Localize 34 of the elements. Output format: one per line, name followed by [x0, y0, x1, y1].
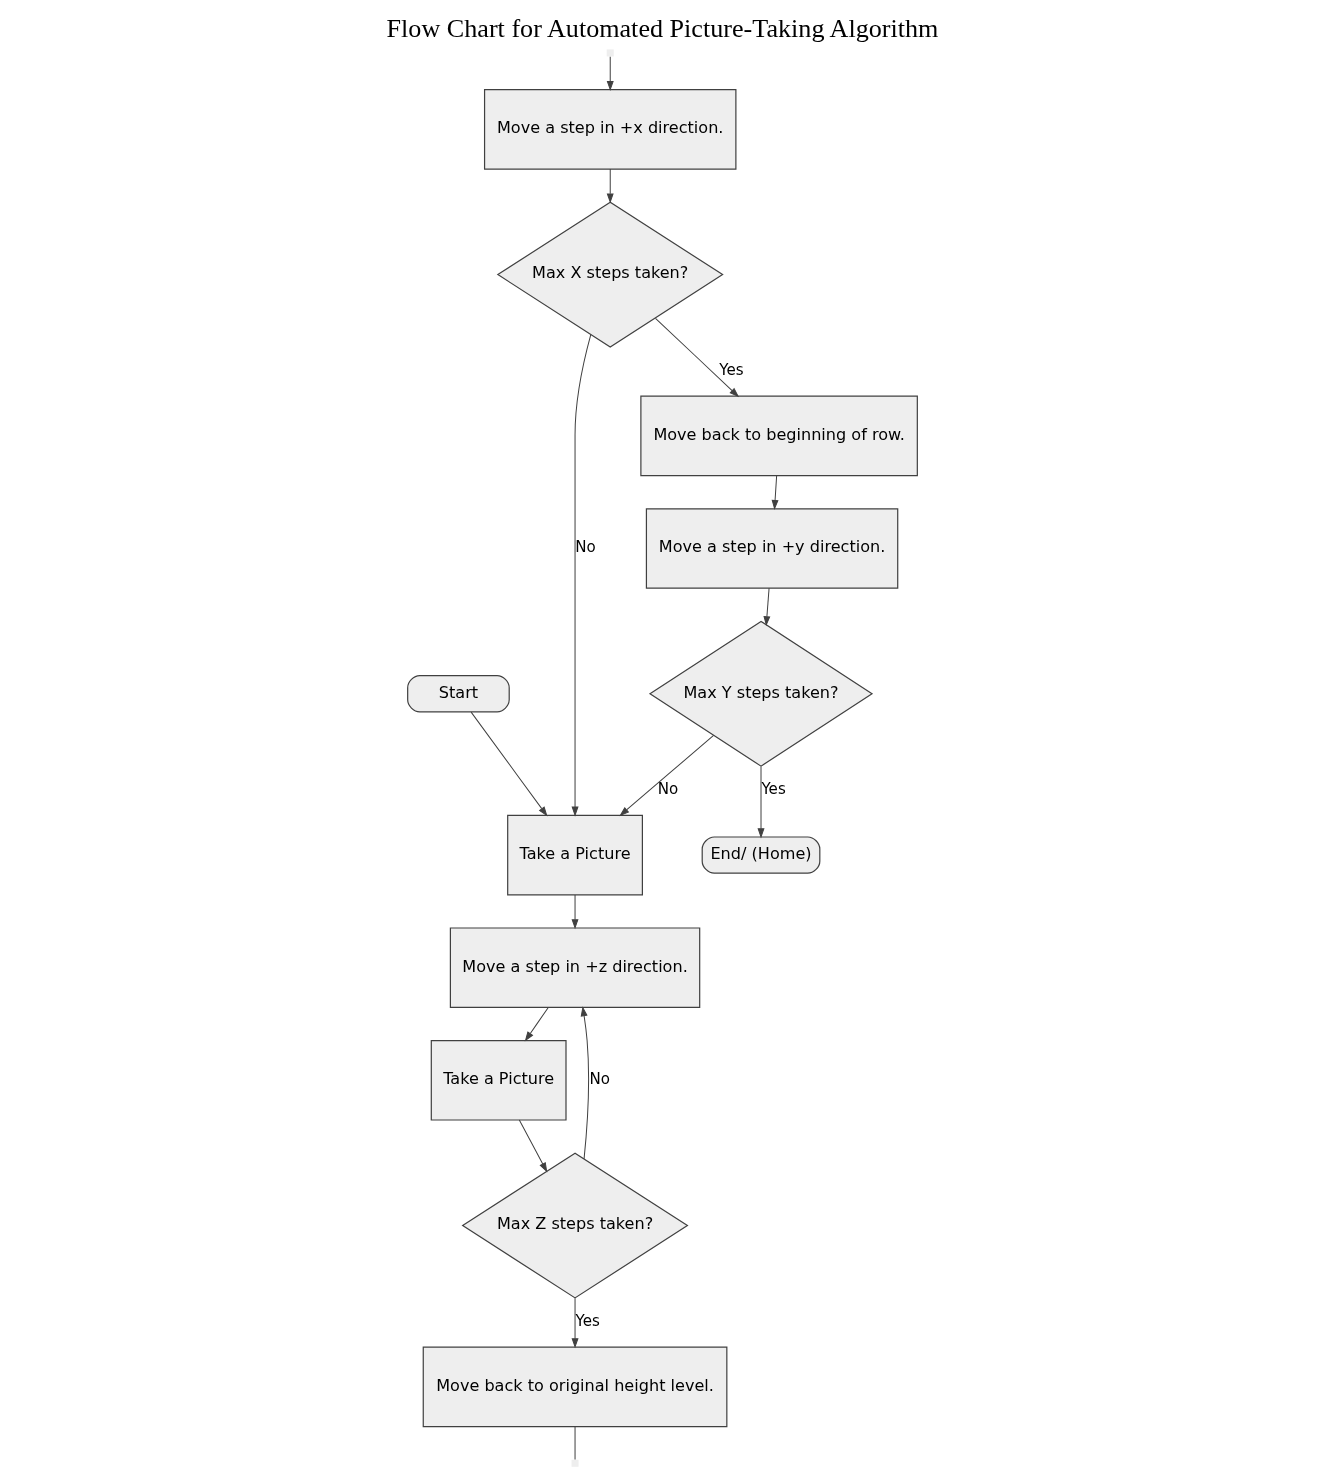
arrow: [606, 168, 614, 204]
edge-label: Yes: [719, 361, 744, 380]
arrow: [606, 56, 614, 92]
edge-label: No: [657, 780, 679, 799]
edge-label: Yes: [761, 780, 786, 799]
connector: [574, 1426, 576, 1461]
edge-label: Yes: [575, 1312, 600, 1331]
edge-label: No: [589, 1069, 610, 1088]
diagram-title: Flow Chart for Automated Picture-Taking Algorithm: [386, 14, 939, 44]
node-diamond: Max X steps taken?: [496, 201, 724, 348]
node-box: Start: [407, 675, 510, 713]
arrow: [571, 334, 592, 817]
arrow: [524, 1007, 549, 1042]
arrow: [580, 1006, 590, 1160]
arrow: [771, 475, 779, 511]
node-box: Move a step in +x direction.: [483, 89, 737, 170]
node-box: Move a step in +y direction.: [645, 508, 899, 589]
arrow: [571, 1297, 579, 1349]
node-box: Move back to beginning of row.: [640, 395, 918, 477]
node-box: End/ (Home): [701, 836, 821, 874]
arrow: [518, 1119, 548, 1173]
arrow: [757, 766, 765, 839]
node-box: Take a Picture: [430, 1039, 567, 1121]
arrow: [654, 317, 740, 398]
node-box: Take a Picture: [507, 814, 643, 896]
arrow: [571, 894, 579, 930]
arrow: [470, 711, 548, 817]
node-box: Move back to original height level.: [422, 1346, 728, 1428]
arrow: [763, 587, 771, 627]
node-diamond: Max Z steps taken?: [461, 1152, 689, 1299]
node-diamond: Max Y steps taken?: [648, 620, 874, 767]
arrow: [619, 734, 715, 817]
edge-label: No: [575, 538, 596, 557]
node-box: Move a step in +z direction.: [449, 927, 701, 1008]
